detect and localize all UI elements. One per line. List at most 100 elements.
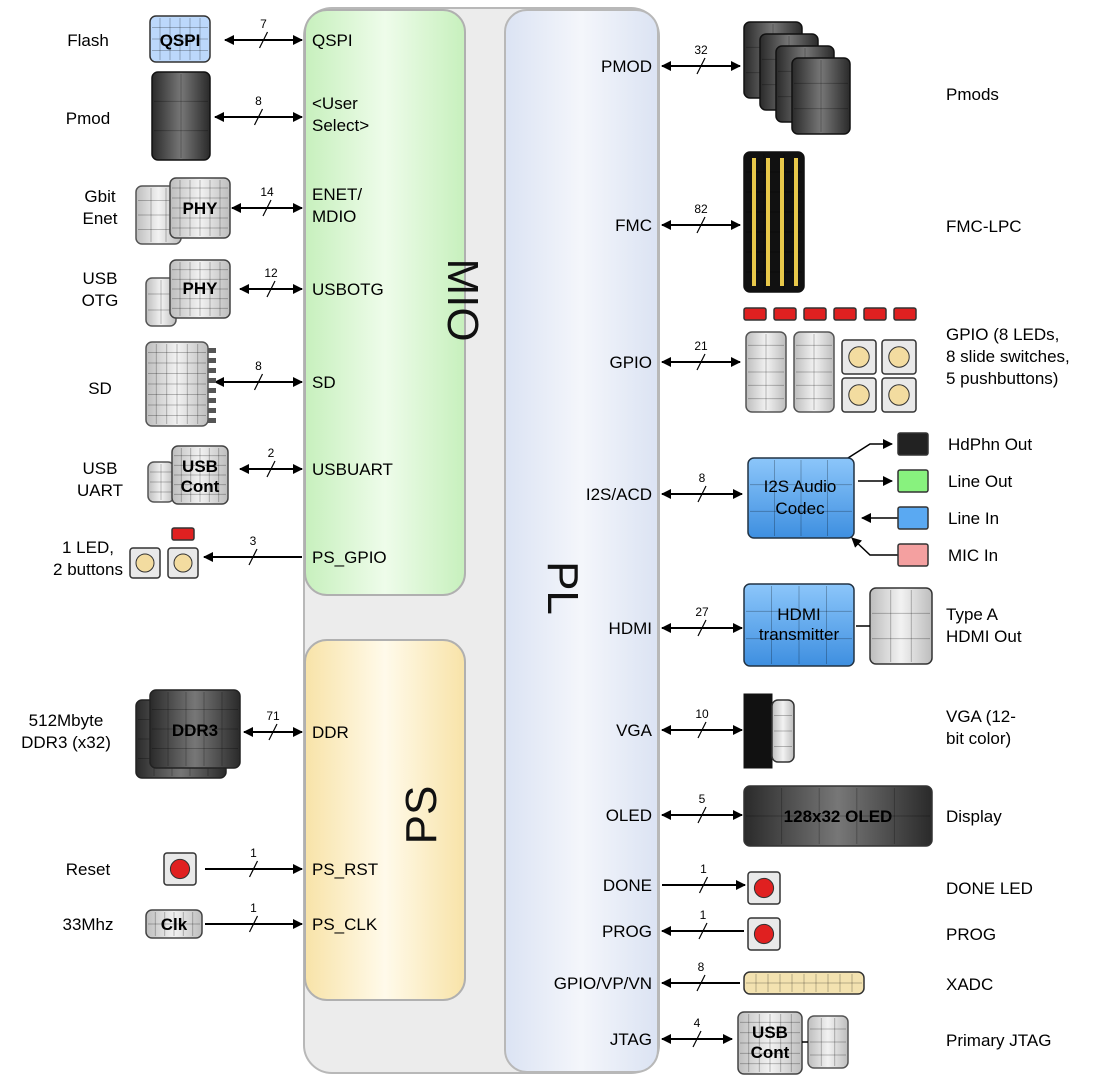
audio-jack-0 xyxy=(897,432,929,456)
clock-chip xyxy=(145,909,203,939)
gpio-button-1 xyxy=(841,339,877,375)
bus-left-0-width: 7 xyxy=(260,17,267,31)
xadc-header xyxy=(743,971,865,995)
pl-title: PL xyxy=(538,561,587,615)
label-right-2: GPIO (8 LEDs,8 slide switches,5 pushbutt… xyxy=(946,325,1070,388)
bus-right-6: 5 xyxy=(661,792,743,824)
bus-left-4-width: 8 xyxy=(255,359,262,373)
audio-codec-chip xyxy=(747,457,855,539)
bus-left-7: 71 xyxy=(243,709,303,741)
label-right-1: FMC-LPC xyxy=(946,217,1022,236)
jtag-chip-label1: USB xyxy=(752,1023,788,1042)
signal-right-0: PMOD xyxy=(601,57,652,76)
hdmi-chip xyxy=(743,583,855,667)
bus-left-1-width: 8 xyxy=(255,94,262,108)
done-led xyxy=(747,871,781,905)
bus-right-1-width: 82 xyxy=(694,202,708,216)
signal-right-3: I2S/ACD xyxy=(586,485,652,504)
bus-left-7-width: 71 xyxy=(266,709,280,723)
signal-0: QSPI xyxy=(312,31,353,50)
vga-body xyxy=(743,693,773,769)
bus-left-2: 14 xyxy=(231,185,303,217)
hdmi-chip-label2: transmitter xyxy=(759,625,840,644)
bus-left-5-width: 2 xyxy=(268,446,275,460)
gpio-led-0 xyxy=(743,307,767,321)
gpio-led-1 xyxy=(773,307,797,321)
slide-switch-1 xyxy=(745,331,787,413)
bus-right-3: 8 xyxy=(661,471,743,503)
bus-right-8: 1 xyxy=(661,908,744,940)
bus-left-6: 3 xyxy=(203,534,302,566)
bus-right-3-width: 8 xyxy=(699,471,706,485)
signal-8: PS_RST xyxy=(312,860,378,879)
ddr3-chip xyxy=(149,689,241,769)
bus-left-5: 2 xyxy=(239,446,303,478)
usb-uart-chip-label2: Cont xyxy=(181,477,220,496)
bus-left-4: 8 xyxy=(214,359,303,391)
gpio-button-2 xyxy=(881,339,917,375)
bus-right-5-width: 10 xyxy=(695,707,709,721)
ps-button-1 xyxy=(129,547,161,579)
ps-block xyxy=(304,639,466,1001)
signal-right-10: JTAG xyxy=(610,1030,652,1049)
gpio-led-5 xyxy=(893,307,917,321)
pl-block xyxy=(504,9,659,1073)
gpio-led-4 xyxy=(863,307,887,321)
bus-right-7-width: 1 xyxy=(700,862,707,876)
usb-uart-chip xyxy=(171,445,229,505)
label-right-10: Primary JTAG xyxy=(946,1031,1051,1050)
label-right-9: XADC xyxy=(946,975,993,994)
signal-right-5: VGA xyxy=(616,721,653,740)
pmod-4 xyxy=(791,57,851,135)
bus-right-8-width: 1 xyxy=(700,908,707,922)
usb-uart-chip-label1: USB xyxy=(182,457,218,476)
usb-otg-phy-label: PHY xyxy=(183,279,219,298)
clock-label: Clk xyxy=(161,915,188,934)
enet-phy-chip xyxy=(169,177,231,239)
pmod-connector xyxy=(151,71,211,161)
label-right-8: PROG xyxy=(946,925,996,944)
bus-right-4-width: 27 xyxy=(695,605,709,619)
ps-led xyxy=(171,527,195,541)
gpio-button-4 xyxy=(881,377,917,413)
hdmi-chip-label1: HDMI xyxy=(777,605,820,624)
label-left-0: Flash xyxy=(67,31,109,50)
bus-right-10: 4 xyxy=(661,1016,733,1048)
bus-right-0-width: 32 xyxy=(694,43,708,57)
signal-right-1: FMC xyxy=(615,216,652,235)
signal-right-9: GPIO/VP/VN xyxy=(554,974,652,993)
bus-right-10-width: 4 xyxy=(694,1016,701,1030)
vga-connector xyxy=(771,699,795,763)
audio-label-0: HdPhn Out xyxy=(948,435,1032,454)
bus-right-1: 82 xyxy=(661,202,741,234)
slide-switch-2 xyxy=(793,331,835,413)
signal-3: USBOTG xyxy=(312,280,384,299)
bus-left-3: 12 xyxy=(239,266,303,298)
jtag-usb-jack xyxy=(807,1015,849,1069)
bus-right-5: 10 xyxy=(661,707,743,739)
label-left-9: 33Mhz xyxy=(62,915,113,934)
usb-otg-phy-chip xyxy=(169,259,231,319)
usb-uart-jack xyxy=(147,461,175,503)
bus-left-8: 1 xyxy=(205,846,303,878)
signal-right-6: OLED xyxy=(606,806,652,825)
signal-4: SD xyxy=(312,373,336,392)
bus-right-0: 32 xyxy=(661,43,741,75)
bus-right-9-width: 8 xyxy=(698,960,705,974)
bus-right-4: 27 xyxy=(661,605,743,637)
audio-codec-label2: Codec xyxy=(775,499,825,518)
label-right-6: Display xyxy=(946,807,1002,826)
bus-right-6-width: 5 xyxy=(699,792,706,806)
jtag-chip-label2: Cont xyxy=(751,1043,790,1062)
bus-left-9-width: 1 xyxy=(250,901,257,915)
audio-codec-label1: I2S Audio xyxy=(764,477,837,496)
bus-left-0: 7 xyxy=(224,17,303,49)
